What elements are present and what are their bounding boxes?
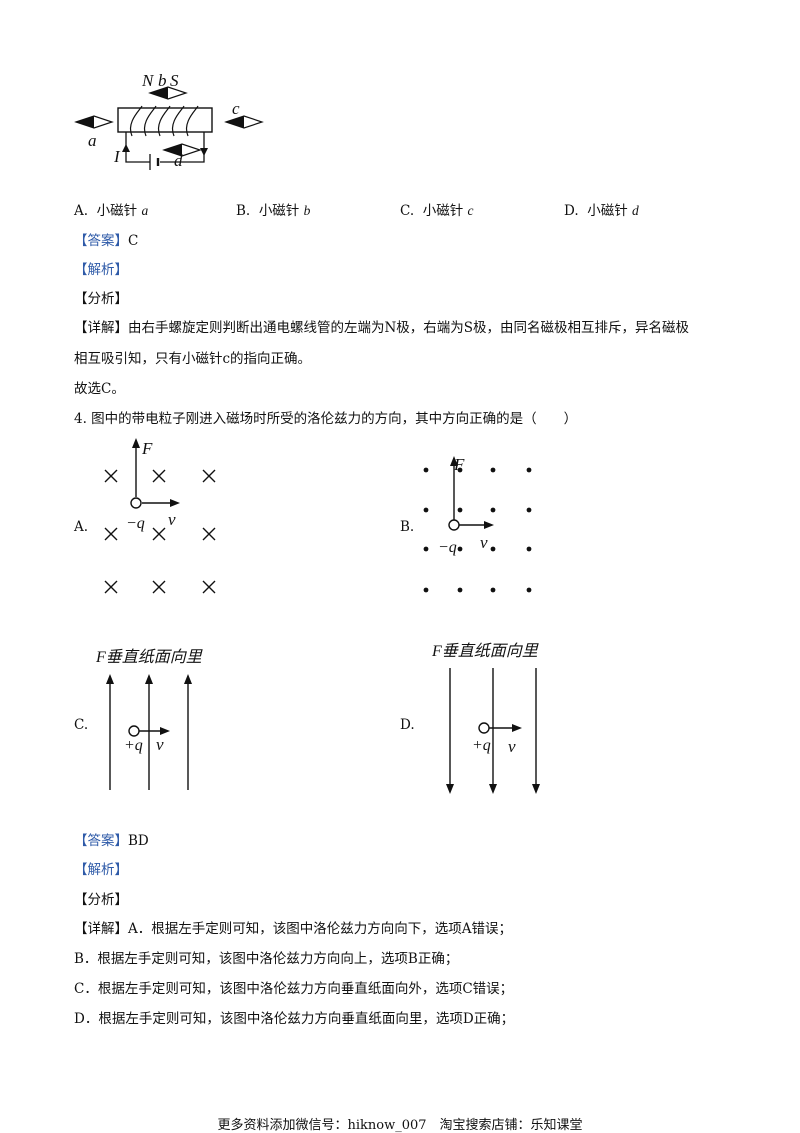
- figure-b: F −q v: [423, 455, 532, 593]
- solenoid-figure: N b S I d a c: [74, 71, 264, 170]
- q4-jiexi: 【解析】: [74, 862, 128, 878]
- q4-answer: 【答案】BD: [74, 833, 149, 849]
- q4-detail-a: 【详解】A．根据左手定则可知，该图中洛伦兹力方向向下，选项A错误；: [74, 921, 512, 937]
- label-d: d: [174, 151, 183, 170]
- q3-jiexi: 【解析】: [74, 262, 128, 278]
- label-v: v: [156, 735, 164, 754]
- label-q: −q: [438, 539, 457, 556]
- fig-c-letter: C.: [74, 717, 89, 733]
- velocity-arrow-head: [160, 727, 170, 735]
- q4-detail-c: C．根据左手定则可知，该图中洛伦兹力方向垂直纸面向外，选项C错误；: [74, 981, 514, 997]
- label-a: a: [88, 131, 97, 150]
- label-I: I: [113, 147, 121, 166]
- q3-option-a: A. 小磁针 a: [74, 203, 149, 219]
- solenoid-coils: [130, 105, 199, 137]
- q4-detail-b: B．根据左手定则可知，该图中洛伦兹力方向向上，选项B正确；: [74, 951, 459, 967]
- cross-field: [104, 469, 216, 594]
- q4-fenxi: 【分析】: [74, 892, 128, 908]
- label-q: +q: [472, 737, 491, 754]
- label-q: +q: [124, 737, 143, 754]
- field-lines-up: [109, 680, 189, 790]
- label-N: N: [141, 71, 155, 90]
- velocity-arrow-head: [484, 521, 494, 529]
- force-arrow-head: [132, 438, 140, 448]
- q3-option-c: C. 小磁针 c: [400, 203, 474, 219]
- label-S: S: [170, 71, 179, 90]
- q3-answer: 【答案】C: [74, 233, 139, 249]
- figure-c-title: F垂直纸面向里: [95, 648, 203, 666]
- page-footer: 更多资料添加微信号：hiknow_007 淘宝搜索店铺：乐知课堂: [217, 1118, 583, 1133]
- q3-detail-line3: 故选C。: [74, 381, 125, 397]
- q3-fenxi: 【分析】: [74, 291, 128, 307]
- particle: [128, 725, 140, 737]
- particle: [448, 519, 460, 531]
- fig-a-letter: A.: [74, 519, 89, 535]
- fig-d-letter: D.: [400, 717, 415, 733]
- fig-b-letter: B.: [400, 519, 415, 535]
- particle: [478, 722, 490, 734]
- q4-detail-d: D．根据左手定则可知，该图中洛伦兹力方向垂直纸面向里，选项D正确；: [74, 1011, 515, 1027]
- label-q: −q: [126, 515, 145, 532]
- q3-detail-line1: 【详解】由右手螺旋定则判断出通电螺线管的左端为N极，右端为S极，由同名磁极相互排…: [74, 320, 690, 336]
- q4-stem: 4. 图中的带电粒子刚进入磁场时所受的洛伦兹力的方向，其中方向正确的是（ ）: [74, 411, 578, 427]
- figure-a: F −q v: [104, 438, 216, 594]
- label-v: v: [508, 737, 516, 756]
- label-F: F: [453, 455, 465, 474]
- dot-field: [423, 467, 532, 593]
- velocity-arrow-head: [512, 724, 522, 732]
- label-c: c: [232, 99, 240, 118]
- velocity-arrow-head: [170, 499, 180, 507]
- particle: [130, 497, 142, 509]
- label-b: b: [158, 71, 167, 90]
- force-arrow-head: [450, 456, 458, 466]
- label-v: v: [480, 533, 488, 552]
- figure-d: F垂直纸面向里 +q v: [431, 642, 540, 794]
- label-F: F: [141, 439, 153, 458]
- q3-option-b: B. 小磁针 b: [236, 203, 311, 219]
- q3-option-d: D. 小磁针 d: [564, 203, 639, 219]
- figure-c: F垂直纸面向里 +q v: [95, 648, 203, 790]
- label-v: v: [168, 510, 176, 529]
- figure-d-title: F垂直纸面向里: [431, 642, 539, 660]
- q3-detail-line2: 相互吸引知，只有小磁针c的指向正确。: [74, 351, 312, 367]
